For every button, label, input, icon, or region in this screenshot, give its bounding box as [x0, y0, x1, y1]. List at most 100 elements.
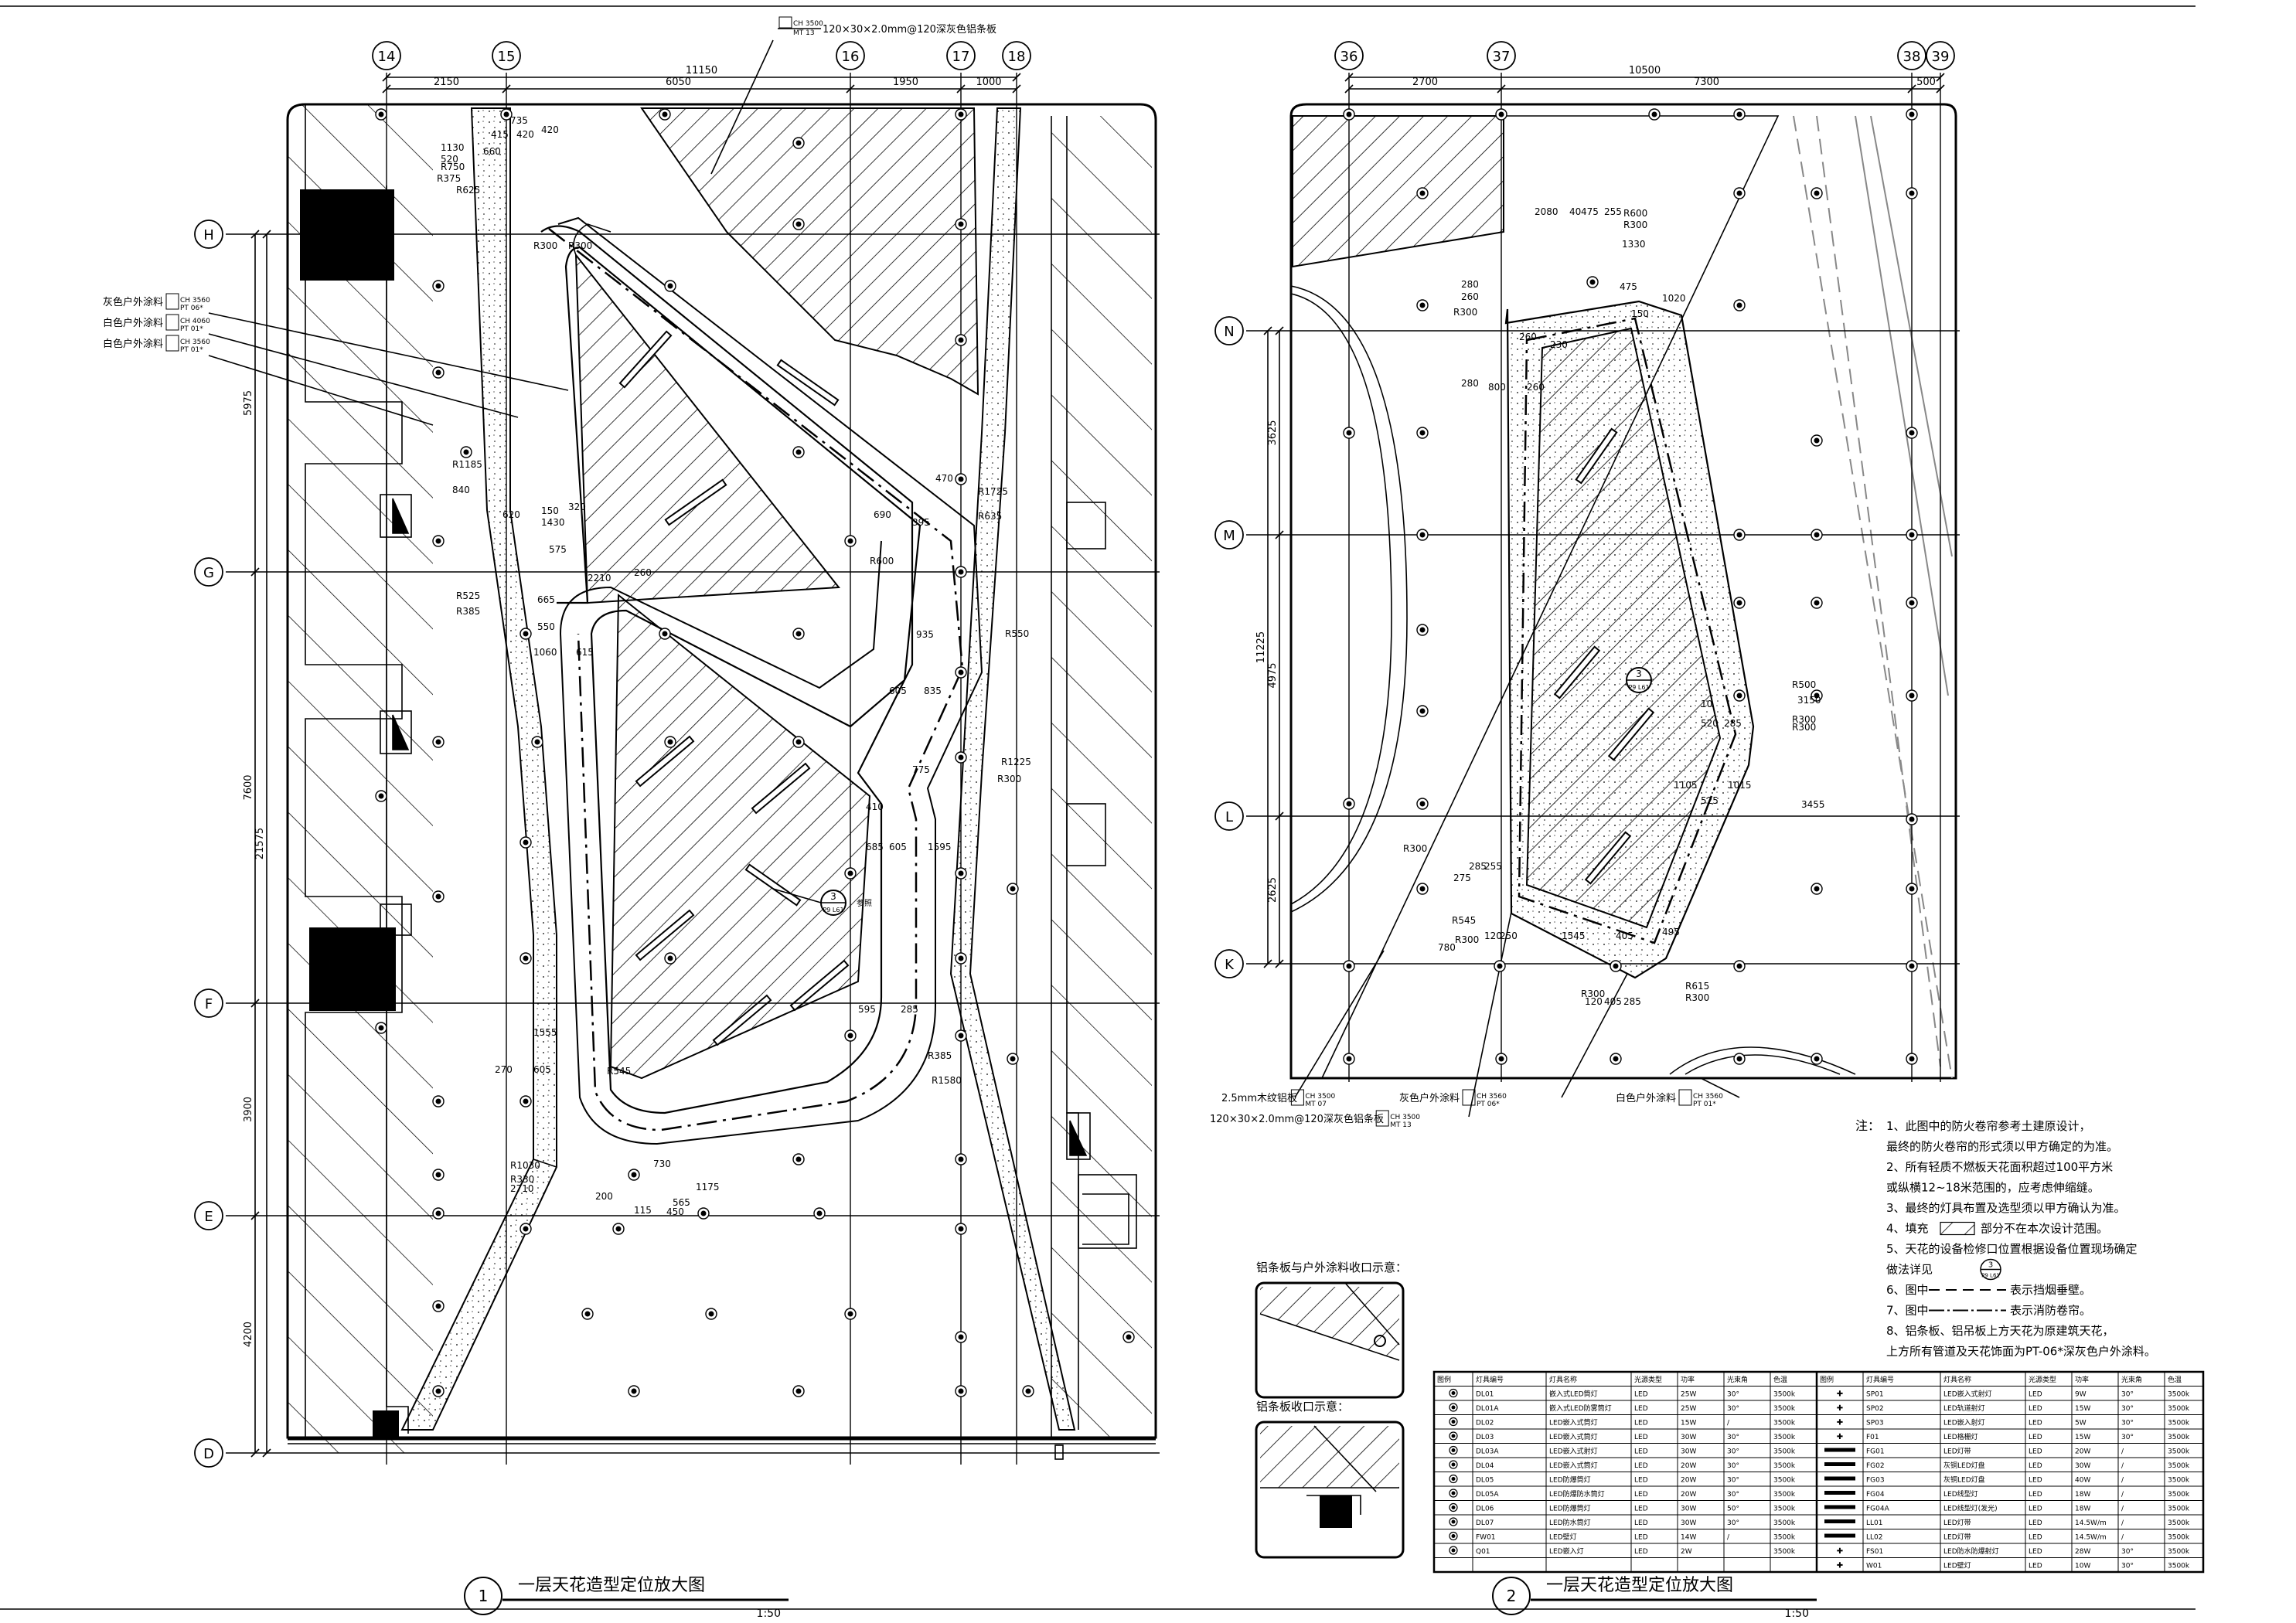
plan2-local-dim-10: 475: [1620, 281, 1637, 292]
legend-cell-3-0: DL03: [1476, 1434, 1494, 1441]
plan1-local-dim-45: 270: [495, 1064, 513, 1075]
plan1-top-callout-code2: MT 13: [793, 29, 815, 37]
legend-header-12: 光束角: [2121, 1375, 2142, 1384]
svg-text:✚: ✚: [1837, 1547, 1843, 1556]
legend-cell-6-4: 30°: [1727, 1477, 1739, 1485]
note-line-7: 做法详见: [1886, 1263, 1933, 1277]
grid-label-row-D: D: [203, 1446, 214, 1462]
plan2-local-dim-36: 1545: [1562, 931, 1586, 941]
legend-cell-0-3: 25W: [1681, 1391, 1696, 1399]
plan2-local-dim-38: 495: [1662, 927, 1680, 937]
plan2-local-dim-32: R545: [1452, 915, 1476, 926]
plan2-callout-code1-2: CH 3560: [1477, 1093, 1507, 1101]
plan1-local-dim-21: 665: [537, 594, 555, 605]
legend-cell-9-6: LL01: [1866, 1519, 1882, 1527]
legend-header-1: 灯具编号: [1476, 1375, 1504, 1384]
grid-bubble-col-17: [946, 41, 976, 70]
plan1-finish-code2-0: PT 06*: [180, 305, 203, 312]
legend-cell-9-0: DL07: [1476, 1519, 1494, 1527]
plan2-title-block: 2 一层天花造型定位放大图 1:50: [1492, 1576, 1817, 1620]
plan1-local-dim-56: 1175: [696, 1182, 720, 1193]
legend-cell-0-11: 3500k: [2168, 1391, 2190, 1399]
plan1-local-dim-28: 395: [912, 517, 930, 528]
plan1-finish-code2-2: PT 01*: [180, 346, 203, 354]
legend-cell-11-3: 2W: [1681, 1548, 1692, 1556]
legend-header-11: 功率: [2075, 1375, 2089, 1384]
plan2-local-dim-7: 280: [1461, 279, 1479, 290]
dim-left-total-plan1: 21575: [254, 828, 266, 859]
legend-cell-8-0: DL06: [1476, 1506, 1494, 1513]
legend-cell-3-1: LED嵌入式筒灯: [1549, 1432, 1598, 1441]
legend-cell-6-8: LED: [2029, 1477, 2042, 1485]
plan1-local-dim-37: R1225: [1001, 757, 1031, 767]
plan-1: 3 P9 L61 参照: [208, 39, 1157, 1460]
plan2-callout-code2-2: PT 06*: [1477, 1101, 1500, 1108]
plan2-local-dim-42: 285: [1623, 996, 1641, 1007]
legend-cell-2-1: LED嵌入式筒灯: [1549, 1418, 1598, 1427]
legend-cell-8-9: 18W: [2075, 1506, 2090, 1513]
plan2-local-dim-45: 780: [1438, 942, 1456, 953]
grid-label-col-14: 14: [378, 49, 396, 65]
legend-cell-3-8: LED: [2029, 1434, 2042, 1441]
legend-cell-11-11: 3500k: [2168, 1548, 2190, 1556]
legend-cell-0-6: SP01: [1866, 1391, 1884, 1399]
legend-cell-4-9: 20W: [2075, 1448, 2090, 1456]
grid-bubble-col-36: [1334, 41, 1364, 70]
detail1-label: 铝条板与户外涂料收口示意：: [1256, 1261, 1407, 1274]
plan1-local-dim-15: 150: [541, 505, 559, 516]
plan2-callout-code2-0: MT 07: [1305, 1101, 1327, 1108]
grid-label-col-38: 38: [1903, 49, 1921, 65]
plan2-callout-code2-3: PT 01*: [1693, 1101, 1716, 1108]
grid-bubble-row-L: [1214, 801, 1244, 831]
plan2-local-dim-19: R500: [1792, 679, 1816, 690]
plan2-callout-leaders: [1294, 911, 1740, 1118]
legend-cell-5-9: 30W: [2075, 1462, 2090, 1470]
plan2-hatch-center: [1525, 327, 1722, 929]
legend-header-10: 光源类型: [2029, 1375, 2056, 1384]
note5-ref-num: 3: [1988, 1261, 1993, 1270]
plan1-title-num: 1: [479, 1587, 489, 1605]
legend-cell-10-2: LED: [1634, 1534, 1648, 1542]
dim-top-plan2-0: 2700: [1412, 77, 1438, 88]
detail-sketches: [1255, 1281, 1405, 1559]
grid-label-col-39: 39: [1932, 49, 1950, 65]
legend-cell-0-4: 30°: [1727, 1391, 1739, 1399]
legend-cell-5-5: 3500k: [1773, 1462, 1796, 1470]
plan2-local-dim-2: 475: [1581, 206, 1599, 217]
legend-cell-3-5: 3500k: [1773, 1434, 1796, 1441]
legend-cell-3-4: 30°: [1727, 1434, 1739, 1441]
legend-cell-2-8: LED: [2029, 1420, 2042, 1427]
plan2-local-dim-35: 250: [1500, 931, 1518, 941]
legend-cell-9-2: LED: [1634, 1519, 1648, 1527]
note-line-1: 最终的防火卷帘的形式须以甲方确定的为准。: [1886, 1140, 2118, 1154]
legend-cell-11-2: LED: [1634, 1548, 1648, 1556]
plan2-local-dim-11: 150: [1631, 308, 1649, 319]
plan1-local-dim-7: R750: [441, 162, 465, 172]
legend-cell-10-6: LL02: [1866, 1534, 1882, 1542]
plan2-outline: [1289, 103, 1957, 1080]
plan2-local-dim-28: R300: [1403, 843, 1427, 854]
legend-cell-11-5: 3500k: [1773, 1548, 1796, 1556]
legend-cell-2-7: LED嵌入射灯: [1943, 1418, 1985, 1427]
plan1-local-dim-52: 115: [634, 1205, 652, 1216]
legend-cell-3-11: 3500k: [2168, 1434, 2190, 1441]
detail2-label: 铝条板收口示意：: [1256, 1400, 1349, 1414]
plan2-callout-text-1: 120×30×2.0mm@120深灰色铝条板: [1210, 1113, 1384, 1125]
plan1-local-dim-44: 1555: [533, 1027, 557, 1038]
legend-cell-11-1: LED嵌入灯: [1549, 1547, 1584, 1556]
plan1-detail-sheet: P9 L61: [823, 907, 843, 914]
legend-cell-1-8: LED: [2029, 1405, 2042, 1413]
grid-bubble-row-D: [194, 1438, 223, 1468]
legend-cell-9-1: LED防水筒灯: [1549, 1518, 1591, 1527]
legend-cell-1-11: 3500k: [2168, 1405, 2190, 1413]
grid-label-col-36: 36: [1340, 49, 1358, 65]
dim-top-plan1-3: 1000: [976, 77, 1001, 88]
legend-cell-10-8: LED: [2029, 1534, 2042, 1542]
note-line-6: 5、天花的设备检修口位置根据设备位置现场确定: [1886, 1242, 2138, 1256]
grid-label-col-18: 18: [1008, 49, 1026, 65]
legend-cell-8-4: 50°: [1727, 1506, 1739, 1513]
plan2-callout-code1-1: CH 3500: [1390, 1114, 1420, 1121]
plan2-local-dim-39: R300: [1581, 988, 1605, 999]
